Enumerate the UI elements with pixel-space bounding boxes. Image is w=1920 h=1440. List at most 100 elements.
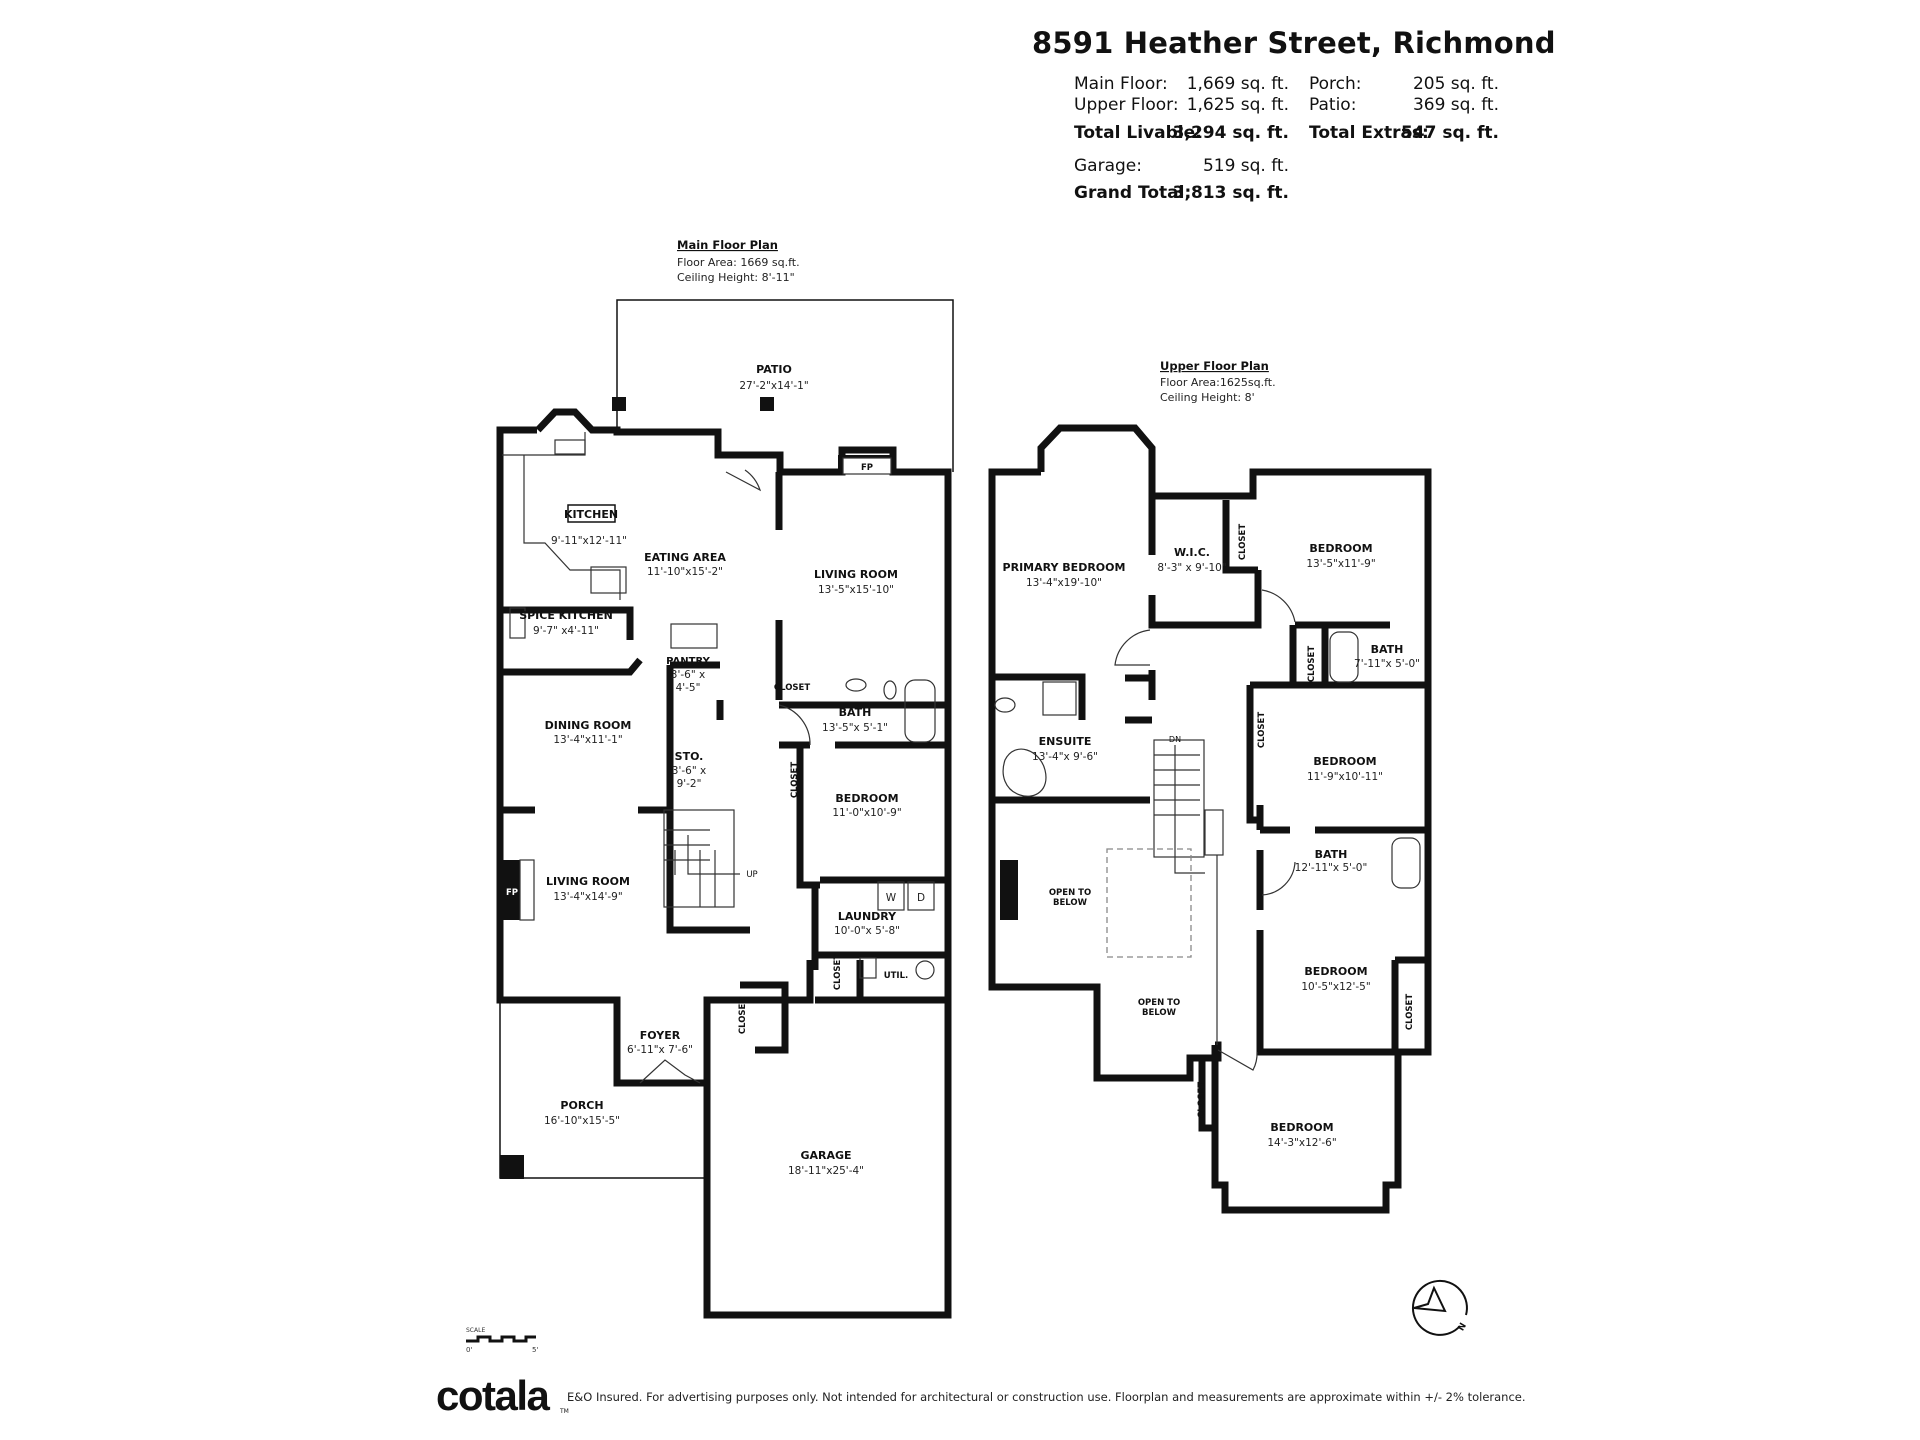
garage-label: Garage: [1074,156,1142,176]
porch-outline [499,1000,710,1179]
porch-post [500,1155,524,1179]
washer-icon [877,881,905,911]
door-swing [778,704,811,746]
room-dims: 10'-0"x 5'-8" [834,925,900,937]
open-to-below-label: BELOW [1142,1008,1177,1018]
room-dims: 8'-3" x 9'-10" [1157,562,1226,574]
closet-label: CLOSET [1405,994,1415,1031]
soaker-tub-icon [1002,748,1047,797]
fireplace-chase [1000,860,1018,920]
room-dims: 13'-4"x 9'-6" [1032,751,1098,763]
grand-total-value: 3,813 sq. ft. [1172,183,1289,203]
room-dims: 4'-5" [676,682,701,694]
open-to-below-outline [1106,848,1192,958]
room-name: BEDROOM [1270,1121,1333,1134]
kitchen-label-box [567,504,616,523]
scale-bar: SCALE 0' 5' [466,1327,538,1354]
open-to-below-label: BELOW [1053,898,1088,908]
room-name: GARAGE [800,1149,851,1162]
room-name: BEDROOM [835,792,898,805]
upper-floor-value: 1,625 sq. ft. [1186,95,1289,115]
upper-exterior-wall [988,424,1432,1214]
room-name: BEDROOM [1309,542,1372,555]
open-to-below-label: OPEN TO [1138,998,1180,1008]
upper-floor-plan: Upper Floor Plan Floor Area:1625sq.ft. C… [988,359,1432,1214]
main-floor-label: Main Floor: [1074,74,1168,94]
total-livable-value: 3,294 sq. ft. [1172,123,1289,143]
main-floor-value: 1,669 sq. ft. [1186,74,1289,94]
fireplace-label: FP [506,888,518,898]
room-dims: 11'-0"x10'-9" [832,807,901,819]
bathtub-icon [1329,631,1359,683]
patio-post [760,397,774,411]
room-dims: 16'-10"x15'-5" [544,1115,620,1127]
room-dims: 27'-2"x14'-1" [739,380,808,392]
garage-value: 519 sq. ft. [1202,156,1289,176]
room-dims: 13'-4"x14'-9" [553,891,622,903]
door-swing [725,469,762,492]
porch-label: Porch: [1309,74,1362,94]
water-heater-icon [859,957,877,979]
shower-icon [1042,681,1077,716]
room-dims: 13'-5"x11'-9" [1306,558,1375,570]
kitchen-counter [523,455,621,600]
kitchen-counter [502,432,586,456]
toilet-icon [994,697,1016,713]
closet-label: CLOSET [1257,712,1267,749]
room-dims: 13'-4"x11'-1" [553,734,622,746]
room-name: SPICE KITCHEN [519,609,613,622]
room-name: BATH [839,706,872,719]
room-dims: 9'-2" [677,778,702,790]
front-door [639,1059,701,1084]
sink-icon [845,678,867,692]
spice-sink-icon [509,607,526,639]
room-name: STO. [675,750,704,763]
door-swing [1217,1049,1258,1071]
closet-label: CLOSET [833,954,843,991]
room-name: EATING AREA [644,551,726,564]
util-label: UTIL. [884,971,909,981]
closet-label: CLOSET [774,683,811,693]
room-name: LAUNDRY [838,910,897,923]
room-dims: 11'-10"x15'-2" [647,566,723,578]
grand-total-label: Grand Total: [1074,183,1192,203]
disclaimer: E&O Insured. For advertising purposes on… [567,1390,1526,1404]
room-name: PRIMARY BEDROOM [1003,561,1126,574]
main-floor-title: Main Floor Plan [677,238,778,252]
stairs: DN [1153,735,1224,1045]
pantry-shelf [670,623,718,649]
closet-label: CLOSET [1307,646,1317,683]
door-swing [1114,629,1151,666]
area-summary: Main Floor: 1,669 sq. ft. Upper Floor: 1… [1074,74,1514,214]
compass-north-label: N [1457,1321,1469,1333]
bathtub-icon [904,679,936,743]
stairs-down-label: DN [1169,735,1181,744]
closet-label: CLOSET [790,762,800,799]
patio-label: Patio: [1309,95,1357,115]
closet-label: CLOSET [1238,524,1248,561]
room-name: ENSUITE [1039,735,1092,748]
room-dims: 13'-5"x15'-10" [818,584,894,596]
room-dims: 11'-9"x10'-11" [1307,771,1383,783]
main-floor-area: Floor Area: 1669 sq.ft. [677,256,800,269]
scale-label: SCALE [466,1327,485,1334]
cooktop-icon [590,566,627,594]
property-address: 8591 Heather Street, Richmond [1032,26,1556,60]
upper-floor-label: Upper Floor: [1074,95,1179,115]
room-dims: 7'-11"x 5'-0" [1354,658,1420,670]
room-dims: 14'-3"x12'-6" [1267,1137,1336,1149]
main-floor-plan: Main Floor Plan Floor Area: 1669 sq.ft. … [496,238,954,1319]
fireplace-icon: FP [500,859,535,921]
room-dims: 18'-11"x25'-4" [788,1165,864,1177]
room-dims: 9'-7" x4'-11" [533,625,599,637]
door-swing [1261,861,1296,896]
room-name: W.I.C. [1174,546,1210,559]
room-dims: 13'-4"x19'-10" [1026,577,1102,589]
patio-post [612,397,626,411]
room-dims: 9'-11"x12'-11" [551,535,627,547]
toilet-icon [883,680,897,700]
room-dims: 6'-11"x 7'-6" [627,1044,693,1056]
compass-icon: N [1411,1279,1469,1336]
closet-label: CLOSET [1197,1082,1207,1119]
stairs-up-label: UP [746,870,757,880]
